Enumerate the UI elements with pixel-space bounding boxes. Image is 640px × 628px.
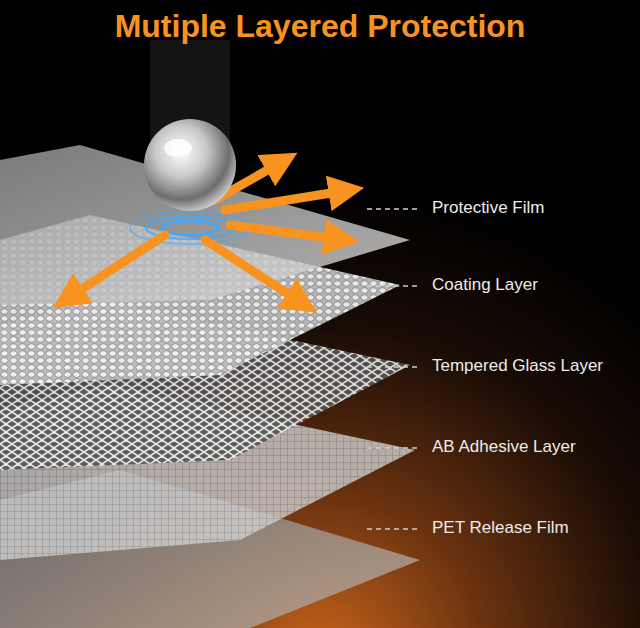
layer-label: Protective Film [432,198,544,218]
layer-label: AB Adhesive Layer [432,437,576,457]
layer-label: Tempered Glass Layer [432,356,603,376]
layer-label: Coating Layer [432,275,538,295]
layer-label: PET Release Film [432,518,569,538]
diagram-title: Mutiple Layered Protection [115,8,526,45]
